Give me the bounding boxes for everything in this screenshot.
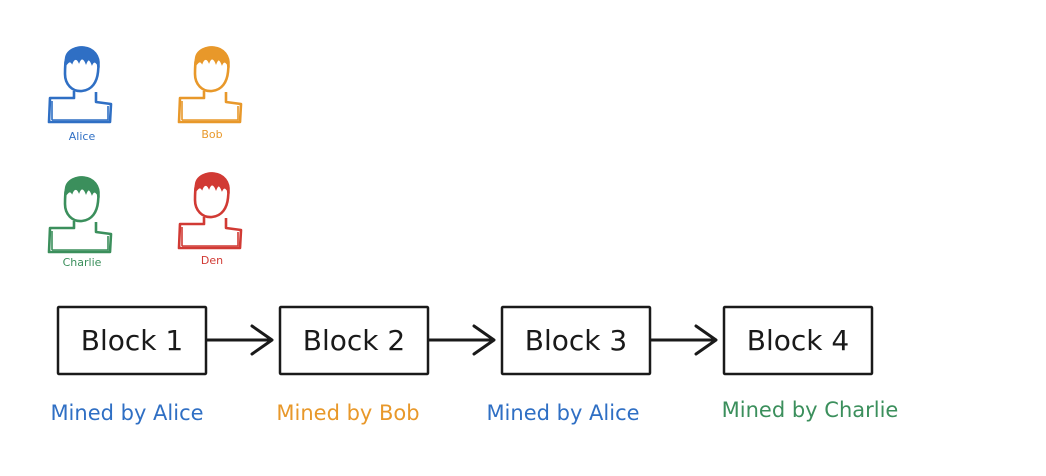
user-charlie: Charlie [47, 176, 113, 269]
block-label: Block 2 [303, 324, 405, 357]
arrow-2-3 [427, 324, 496, 356]
person-body [177, 217, 243, 250]
arrow-3-4 [649, 324, 718, 356]
user-name-alice: Alice [69, 130, 96, 143]
person-hair [64, 46, 100, 69]
block-2: Block 2 [278, 305, 430, 376]
person-body [47, 91, 113, 124]
arrow-right-icon [649, 324, 718, 356]
user-name-bob: Bob [201, 128, 222, 141]
miner-label-block-1: Mined by Alice [50, 401, 203, 425]
miner-label-block-3: Mined by Alice [486, 401, 639, 425]
user-name-charlie: Charlie [63, 256, 102, 269]
miner-label-block-4: Mined by Charlie [722, 398, 899, 422]
person-hair [64, 176, 100, 199]
user-bob: Bob [177, 46, 243, 141]
person-body [47, 221, 113, 254]
arrow-1-2 [205, 324, 274, 356]
block-box [722, 305, 874, 376]
block-3: Block 3 [500, 305, 652, 376]
person-body-inner [181, 227, 239, 247]
person-icon [177, 172, 243, 250]
user-name-den: Den [201, 254, 223, 267]
block-label: Block 4 [747, 324, 849, 357]
block-label: Block 3 [525, 324, 627, 357]
block-label: Block 1 [81, 324, 183, 357]
miner-label-block-2: Mined by Bob [276, 401, 419, 425]
person-icon [47, 176, 113, 254]
person-hair [194, 172, 230, 195]
user-den: Den [177, 172, 243, 267]
user-alice: Alice [47, 46, 113, 143]
person-icon [47, 46, 113, 124]
arrow-right-icon [427, 324, 496, 356]
person-body-inner [51, 101, 109, 121]
person-icon [177, 46, 243, 124]
person-hair [194, 46, 230, 69]
person-body-inner [181, 101, 239, 121]
person-body [177, 91, 243, 124]
block-4: Block 4 [722, 305, 874, 376]
block-1: Block 1 [56, 305, 208, 376]
person-body-inner [51, 231, 109, 251]
arrow-right-icon [205, 324, 274, 356]
